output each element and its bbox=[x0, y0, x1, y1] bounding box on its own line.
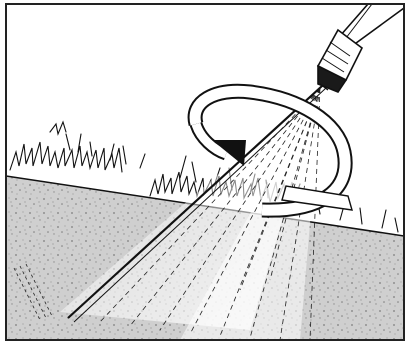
illustration-frame bbox=[0, 0, 411, 344]
pressure-washer-illustration bbox=[0, 0, 411, 344]
